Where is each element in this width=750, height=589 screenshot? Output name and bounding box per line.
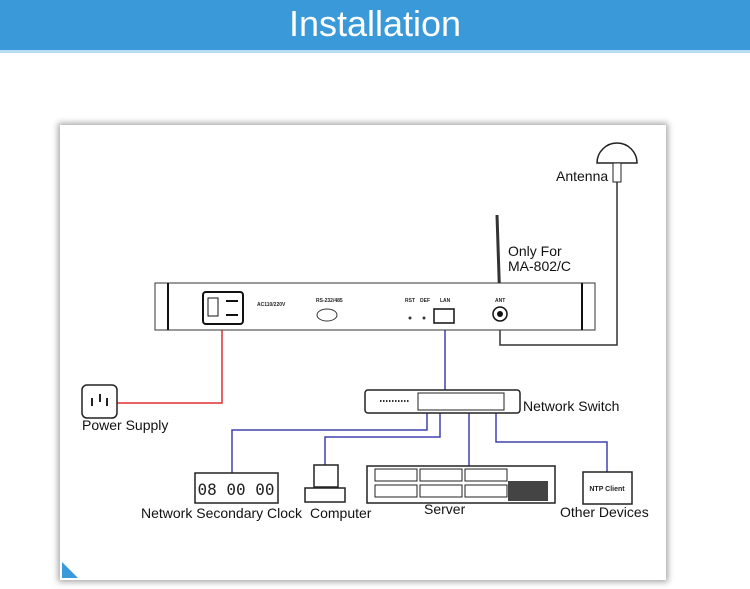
only-for-label: Only For (508, 243, 562, 259)
rst-label: RST (405, 298, 415, 304)
antenna-cable (499, 182, 618, 346)
time-server-device (154, 282, 596, 331)
def-label: DEF (420, 298, 430, 304)
computer-label: Computer (310, 505, 372, 521)
power-socket-icon (81, 384, 118, 419)
diagram-card (60, 125, 666, 580)
page-title: Installation (288, 3, 462, 44)
header-bar: Installation (0, 0, 750, 53)
ntp-client-text: NTP Client (589, 486, 625, 493)
clock-display: 08 00 00 (197, 480, 274, 499)
server-icon (366, 465, 556, 504)
gps-antenna-icon (596, 142, 638, 183)
ant-label: ANT (495, 298, 505, 304)
clock-cable (231, 410, 428, 473)
network-switch-label: Network Switch (523, 398, 619, 414)
other-devices-label: Other Devices (560, 504, 649, 520)
ntp-client-icon (582, 471, 633, 505)
serial-port-label: RS-232/485 (316, 298, 343, 304)
computer-icon (304, 464, 346, 503)
ntp-cable (495, 410, 608, 472)
corner-accent (62, 562, 78, 578)
clock-label: Network Secondary Clock (141, 505, 303, 521)
lan-label: LAN (440, 298, 451, 304)
server-label: Server (424, 501, 466, 517)
power-cable (117, 324, 223, 404)
network-switch-icon (364, 389, 521, 414)
power-supply-label: Power Supply (82, 417, 168, 433)
model-label: MA-802/C (508, 258, 571, 274)
power-port-label: AC110/220V (257, 302, 286, 308)
computer-cable (324, 410, 441, 465)
antenna-label: Antenna (556, 168, 608, 184)
secondary-clock-icon (194, 472, 279, 504)
